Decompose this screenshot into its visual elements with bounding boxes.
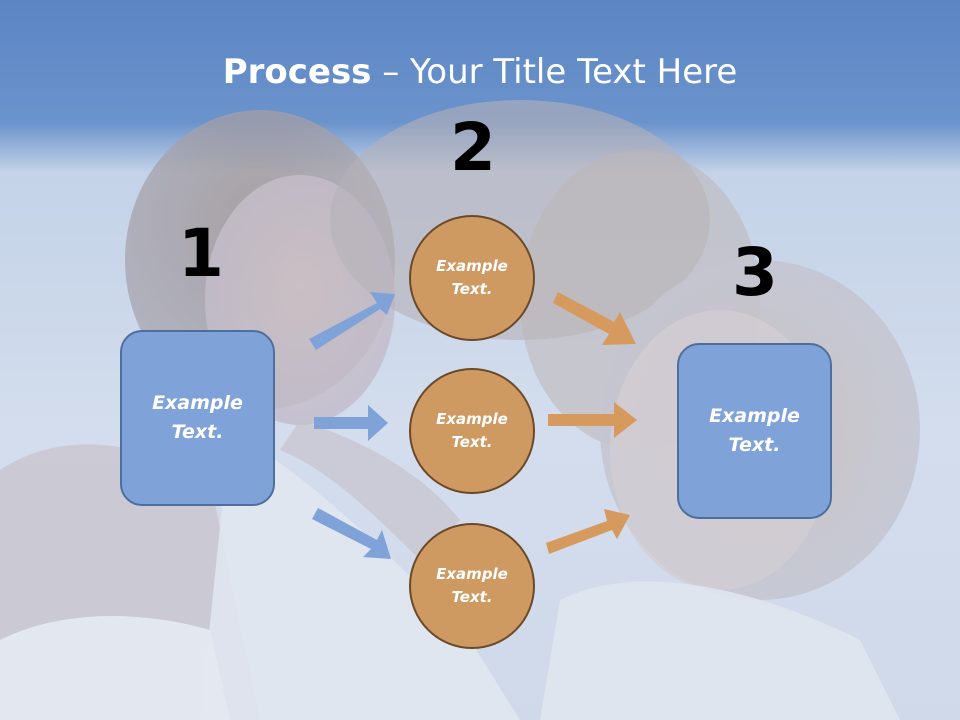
- arrow-to-middle-circle: [314, 405, 388, 441]
- step-3-label: Example Text.: [709, 405, 800, 456]
- step-1-label: Example Text.: [152, 392, 243, 443]
- step-2-circle-2[interactable]: Example Text.: [409, 368, 535, 494]
- right-arrows: [546, 292, 637, 554]
- step-number-3: 3: [732, 234, 778, 311]
- arrow-from-top-circle: [553, 292, 636, 345]
- arrow-from-bottom-circle: [546, 509, 630, 554]
- step-number-1: 1: [178, 215, 224, 292]
- step-1-box[interactable]: Example Text.: [120, 330, 275, 506]
- arrow-to-top-circle: [309, 292, 395, 350]
- step-2-item-2-label: Example Text.: [436, 410, 508, 451]
- step-2-item-3-label: Example Text.: [436, 565, 508, 606]
- arrow-from-middle-circle: [548, 402, 637, 438]
- left-arrows: [309, 292, 395, 559]
- step-number-2: 2: [450, 109, 496, 186]
- step-2-item-1-label: Example Text.: [436, 257, 508, 298]
- arrow-to-bottom-circle: [312, 508, 391, 559]
- step-3-box[interactable]: Example Text.: [677, 343, 832, 519]
- title-rest: – Your Title Text Here: [371, 52, 738, 92]
- slide-title: Process – Your Title Text Here: [0, 52, 960, 92]
- step-2-circle-1[interactable]: Example Text.: [409, 215, 535, 341]
- title-bold: Process: [222, 52, 372, 92]
- step-2-circle-3[interactable]: Example Text.: [409, 523, 535, 649]
